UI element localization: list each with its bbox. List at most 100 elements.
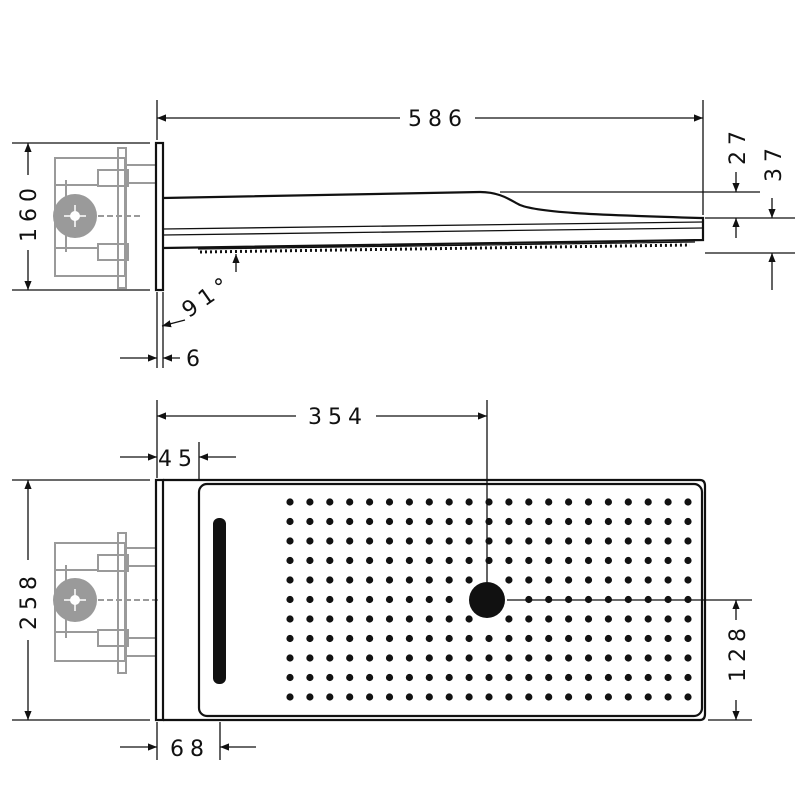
center-outlet [469,582,505,618]
dim-586: 586 [156,100,704,215]
nozzle [604,693,613,701]
nozzle [565,654,573,662]
dim-37: 37 [705,142,795,290]
nozzle [684,556,692,565]
side-view: 586 160 27 37 91° [12,100,795,372]
nozzle [366,634,374,643]
nozzle [584,634,593,643]
nozzle [425,556,433,565]
nozzle [485,693,493,701]
dim-27: 27 [500,125,795,238]
nozzle [604,654,613,662]
nozzle [684,654,692,662]
nozzle [385,576,394,584]
nozzle [385,634,394,643]
nozzle [366,654,374,662]
nozzle [604,517,613,526]
nozzle [286,634,294,643]
nozzle [465,576,473,584]
nozzle [326,673,334,682]
nozzle [604,615,613,623]
nozzle [306,556,314,565]
nozzle [604,576,613,584]
nozzle [445,576,453,584]
nozzle [684,615,692,623]
nozzle [584,556,593,565]
dim-354-label: 354 [308,405,368,430]
nozzle [644,615,652,623]
nozzle [286,556,294,565]
nozzle [385,673,394,682]
nozzle [405,576,413,584]
nozzle [286,498,294,506]
nozzle [385,654,394,662]
nozzle [385,615,394,623]
nozzle [465,498,473,506]
nozzle [545,615,553,623]
nozzle [286,673,294,682]
dim-angle-label: 91° [178,270,239,323]
nozzle [346,634,354,643]
nozzle [306,673,314,682]
nozzle [405,693,413,701]
nozzle [545,498,553,506]
nozzle [525,654,533,662]
nozzle [286,517,294,526]
nozzle [565,634,573,643]
nozzle [405,634,413,643]
nozzle [644,673,652,682]
nozzle [326,693,334,701]
nozzle [425,576,433,584]
nozzle [684,498,692,506]
nozzle [326,517,334,526]
nozzle [346,654,354,662]
nozzle [644,693,652,701]
dim-258: 258 [12,479,150,721]
nozzle [445,517,453,526]
nozzle [465,673,473,682]
nozzle [326,498,334,506]
nozzle [565,615,573,623]
nozzle [505,537,513,545]
nozzle [545,517,553,526]
nozzle [366,498,374,506]
nozzle [584,498,593,506]
nozzle [684,517,692,526]
dim-45: 45 [120,442,236,480]
nozzle [545,673,553,682]
dim-128-label: 128 [726,622,751,682]
nozzle [624,673,632,682]
dim-68: 68 [120,722,256,762]
nozzle [664,673,672,682]
nozzle [505,498,513,506]
nozzle [525,498,533,506]
nozzle [405,595,413,604]
side-concealed-box [53,147,157,289]
nozzle [445,634,453,643]
nozzle [445,537,453,545]
nozzle [445,595,453,604]
top-concealed-box [53,532,160,674]
nozzle [584,693,593,701]
nozzle [385,498,394,506]
nozzle [644,498,652,506]
nozzle [465,615,473,623]
nozzle [684,537,692,545]
nozzle [306,537,314,545]
nozzle [664,654,672,662]
dim-586-label: 586 [408,107,468,132]
nozzle [664,537,672,545]
nozzle [505,654,513,662]
nozzle [286,693,294,701]
nozzle [405,537,413,545]
nozzle [286,615,294,623]
nozzle [326,634,334,643]
nozzle [664,498,672,506]
nozzle [584,537,593,545]
nozzle [445,498,453,506]
nozzle [505,693,513,701]
nozzle [664,634,672,643]
nozzle [366,673,374,682]
nozzle [346,576,354,584]
nozzle [465,693,473,701]
